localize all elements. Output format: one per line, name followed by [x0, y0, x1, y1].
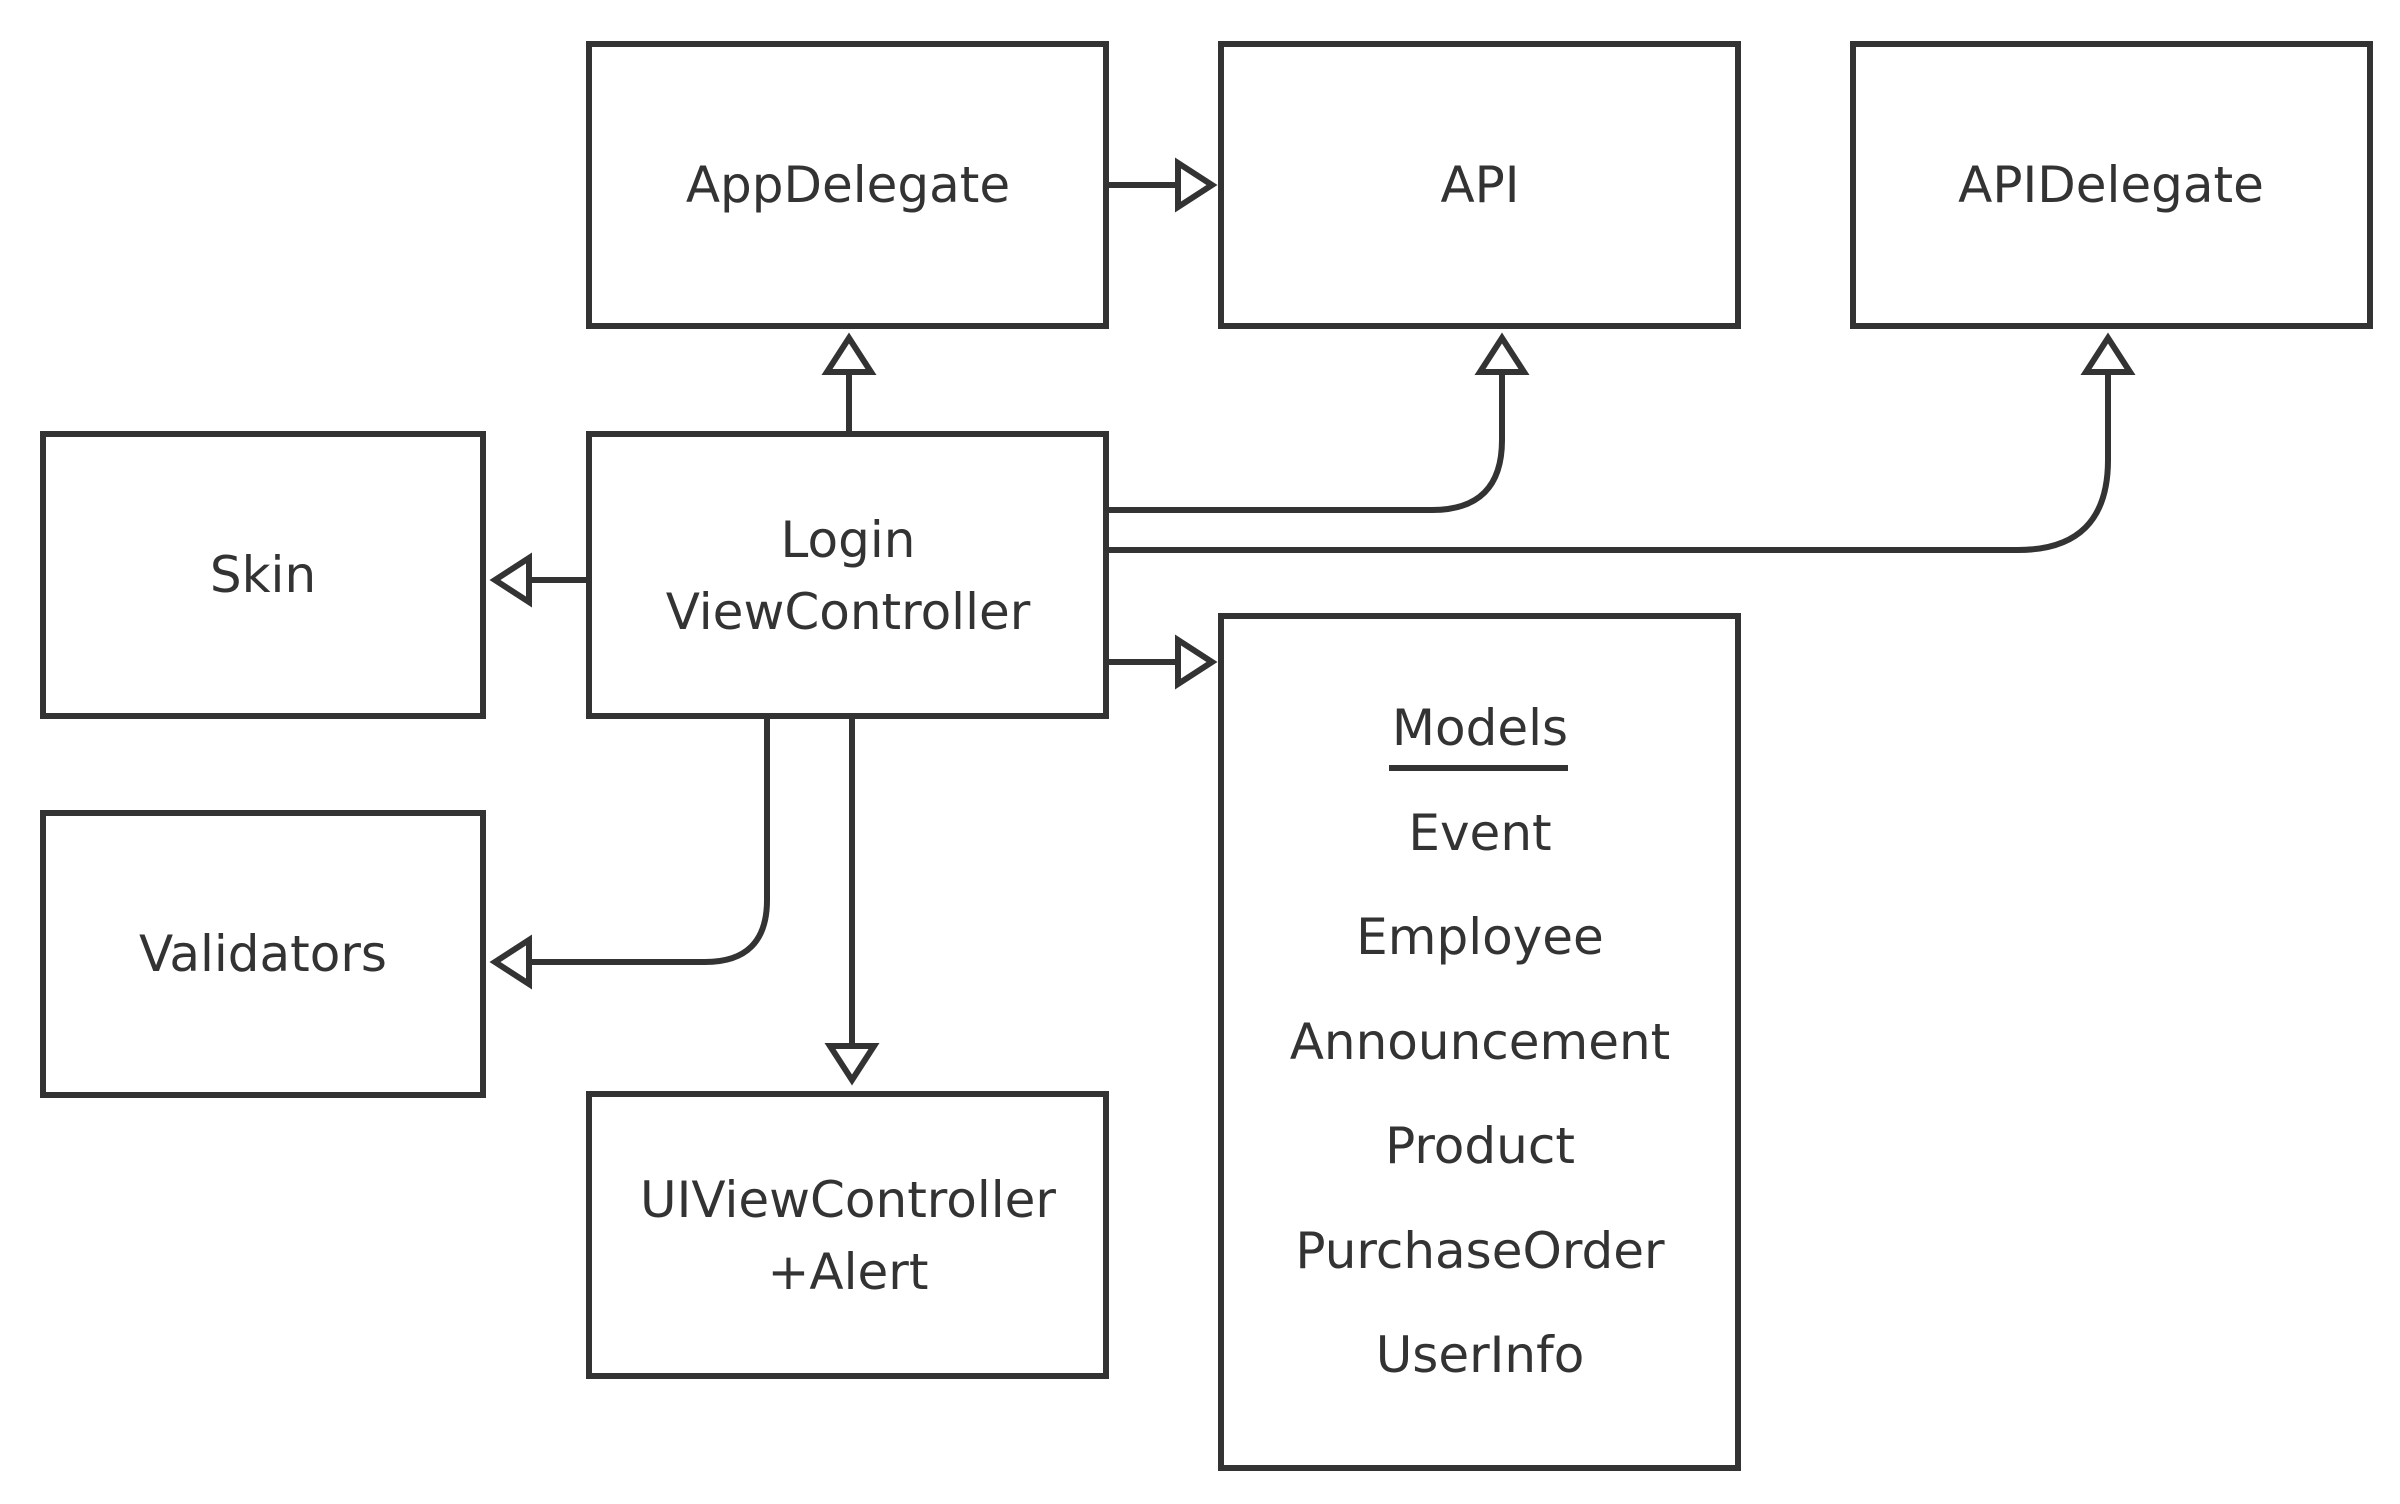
node-login-viewcontroller-label-line1: Login [781, 511, 916, 569]
node-models-item: PurchaseOrder [1295, 1222, 1665, 1280]
node-api-label: API [1440, 156, 1519, 214]
node-models-item: Product [1385, 1117, 1575, 1175]
edge-login-to-appdelegate [821, 332, 877, 435]
node-appdelegate-box [586, 41, 1109, 329]
node-models-item: UserInfo [1376, 1326, 1585, 1384]
node-login-viewcontroller[interactable]: Login ViewController [586, 431, 1109, 719]
edge-login-to-skin [489, 552, 587, 608]
node-validators-box [40, 810, 486, 1098]
node-skin-label: Skin [210, 546, 316, 604]
node-uiviewcontroller-alert[interactable]: UIViewController +Alert [586, 1091, 1109, 1379]
node-skin-box [40, 431, 486, 719]
node-models-box [1218, 613, 1741, 1471]
node-validators-label: Validators [139, 925, 387, 983]
edges [489, 157, 2136, 1086]
node-login-viewcontroller-box [586, 431, 1109, 719]
node-models-item: Announcement [1290, 1013, 1671, 1071]
edge-login-to-apidelegate [1109, 332, 2136, 553]
edge-login-to-api [1109, 332, 1530, 513]
node-apidelegate-label: APIDelegate [1958, 156, 2264, 214]
node-api-box [1218, 41, 1741, 329]
node-appdelegate[interactable]: AppDelegate [586, 41, 1109, 329]
node-models-item: Event [1408, 804, 1551, 862]
edge-login-to-uiviewcontroller-alert [824, 717, 880, 1086]
node-skin[interactable]: Skin [40, 431, 486, 719]
node-api[interactable]: API [1218, 41, 1741, 329]
node-models-title: Models [1392, 699, 1568, 757]
node-login-viewcontroller-label-line2: ViewController [666, 583, 1031, 641]
edge-login-to-models [1109, 634, 1218, 690]
node-models[interactable]: Models Event Employee Announcement Produ… [1218, 613, 1741, 1471]
node-uiviewcontroller-alert-box [586, 1091, 1109, 1379]
node-apidelegate[interactable]: APIDelegate [1850, 41, 2373, 329]
node-uiviewcontroller-alert-label-line2: +Alert [768, 1243, 929, 1301]
node-validators[interactable]: Validators [40, 810, 486, 1098]
edge-login-to-validators [489, 717, 770, 990]
edge-appdelegate-to-api [1109, 157, 1218, 213]
node-appdelegate-label: AppDelegate [686, 156, 1010, 214]
node-uiviewcontroller-alert-label-line1: UIViewController [640, 1171, 1056, 1229]
node-models-item: Employee [1356, 908, 1604, 966]
node-apidelegate-box [1850, 41, 2373, 329]
